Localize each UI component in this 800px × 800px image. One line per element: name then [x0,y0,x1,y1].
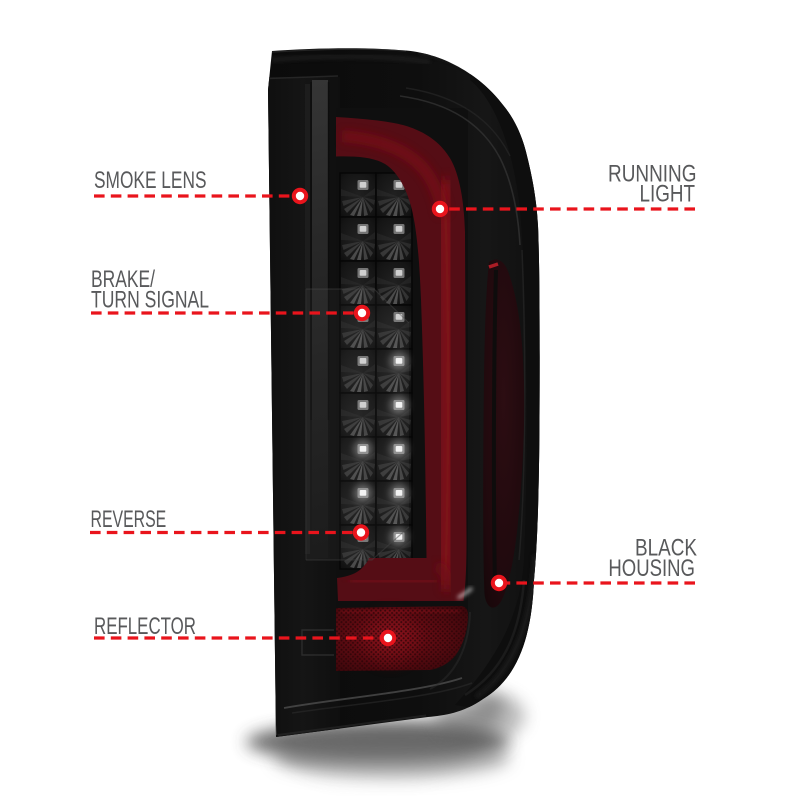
svg-text:REVERSE: REVERSE [91,506,167,533]
svg-text:TURN SIGNAL: TURN SIGNAL [91,287,209,314]
svg-text:BRAKE/: BRAKE/ [91,266,155,293]
svg-text:HOUSING: HOUSING [608,555,695,582]
svg-text:RUNNING: RUNNING [608,161,697,188]
svg-text:LIGHT: LIGHT [640,181,696,208]
svg-text:BLACK: BLACK [635,535,697,562]
svg-text:REFLECTOR: REFLECTOR [94,613,196,640]
svg-text:SMOKE LENS: SMOKE LENS [94,167,207,194]
